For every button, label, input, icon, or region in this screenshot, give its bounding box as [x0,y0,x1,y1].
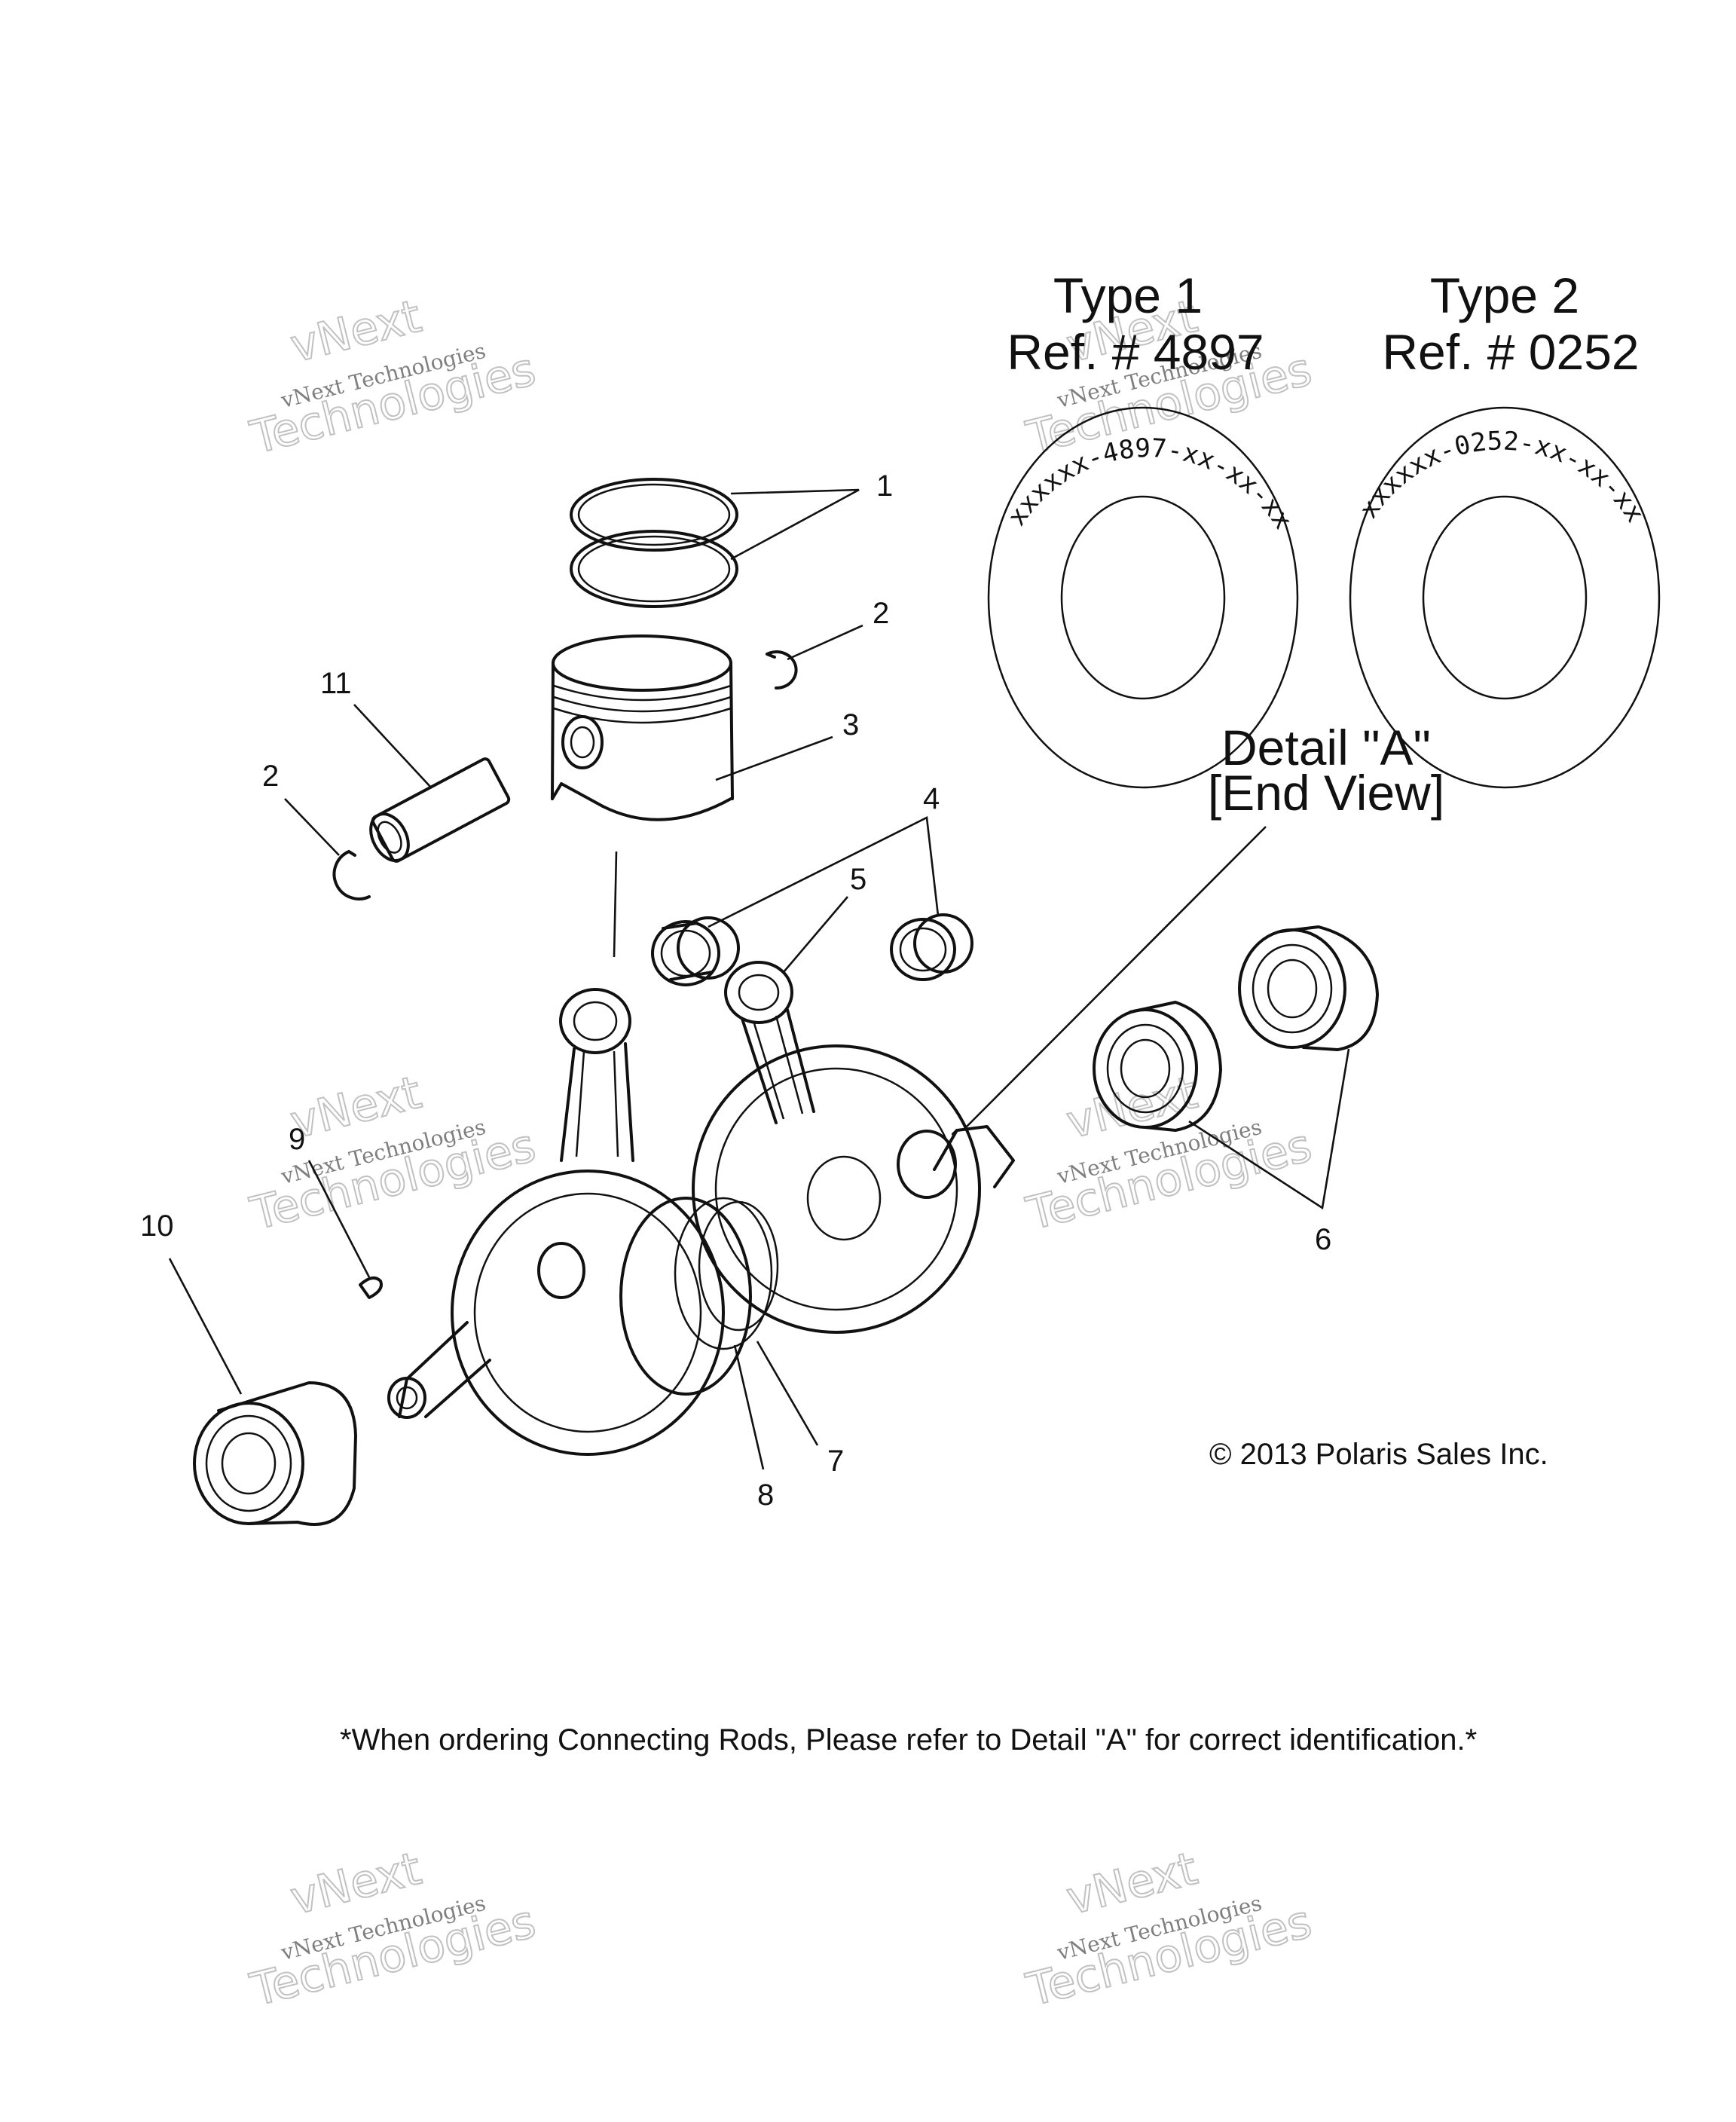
copyright-notice: © 2013 Polaris Sales Inc. [1209,1438,1548,1471]
leader-9 [307,1160,371,1278]
type2-label: Type 2 [1430,268,1579,323]
callout-6: 6 [1315,1223,1331,1256]
circlip-right [766,650,798,690]
piston-pin [369,757,511,863]
watermark-1: vNext vNext Technologies Technologies [245,289,542,466]
callout-3: 3 [842,708,859,741]
watermark-6: vNext vNext Technologies Technologies [1021,1842,1318,2018]
leader-8 [733,1344,765,1470]
callout-11: 11 [320,667,352,700]
callout-8: 8 [757,1478,774,1512]
leader-7 [756,1341,819,1446]
leader-2-right [787,624,863,661]
callout-2-right: 2 [873,597,889,630]
leader-2-left [284,798,340,856]
ordering-footnote: *When ordering Connecting Rods, Please r… [340,1723,1477,1757]
oil-seal-2 [1238,925,1379,1051]
leader-11 [353,704,432,788]
detail-a-leader [962,826,1267,1131]
circlip-left [332,850,371,900]
piston-rings [570,478,738,608]
callout-4: 4 [923,782,940,815]
rod-alignment-line [613,851,618,958]
callout-9: 9 [289,1123,305,1156]
piston [551,634,734,821]
type1-ref: Ref. # 4897 [1007,324,1264,380]
connecting-rod-1 [559,988,634,1162]
main-bearing [193,1381,357,1526]
detail-a-subtitle: [End View] [1208,765,1444,821]
callout-7: 7 [827,1445,844,1478]
leader-4 [708,816,940,928]
watermark-4: vNext vNext Technologies Technologies [1021,1066,1318,1242]
leader-3 [715,735,833,781]
leader-1 [730,488,860,561]
oil-seal-1 [1093,1001,1222,1132]
watermark-5: vNext vNext Technologies Technologies [245,1842,542,2018]
detail-type2-washer: Type 2 Ref. # 0252 xxxxxx-0252-xx-xx-xx [1349,268,1661,789]
callout-1: 1 [876,469,893,503]
type1-label: Type 1 [1053,268,1203,323]
detail-a-title: Detail "A" [1221,720,1431,775]
connecting-rod-2 [724,961,815,1124]
woodruff-key [359,1277,383,1299]
crankshaft-taper-end [387,1377,426,1419]
leader-5 [783,896,848,973]
callout-2-left: 2 [262,760,279,793]
crankshaft [398,1044,1015,1456]
leader-10 [168,1258,243,1395]
leader-6 [1188,1048,1350,1210]
crankshaft-output-end [897,1129,958,1199]
callout-5: 5 [850,863,866,896]
detail-type1-washer: Type 1 Ref. # 4897 xxxxxx-4897-xx-xx-xx [987,268,1299,789]
type2-stamp: xxxxxx-0252-xx-xx-xx [1353,426,1650,527]
callout-10: 10 [140,1209,174,1243]
needle-bearing-1 [651,916,740,986]
type2-ref: Ref. # 0252 [1382,324,1639,380]
needle-bearing-2 [890,913,973,981]
